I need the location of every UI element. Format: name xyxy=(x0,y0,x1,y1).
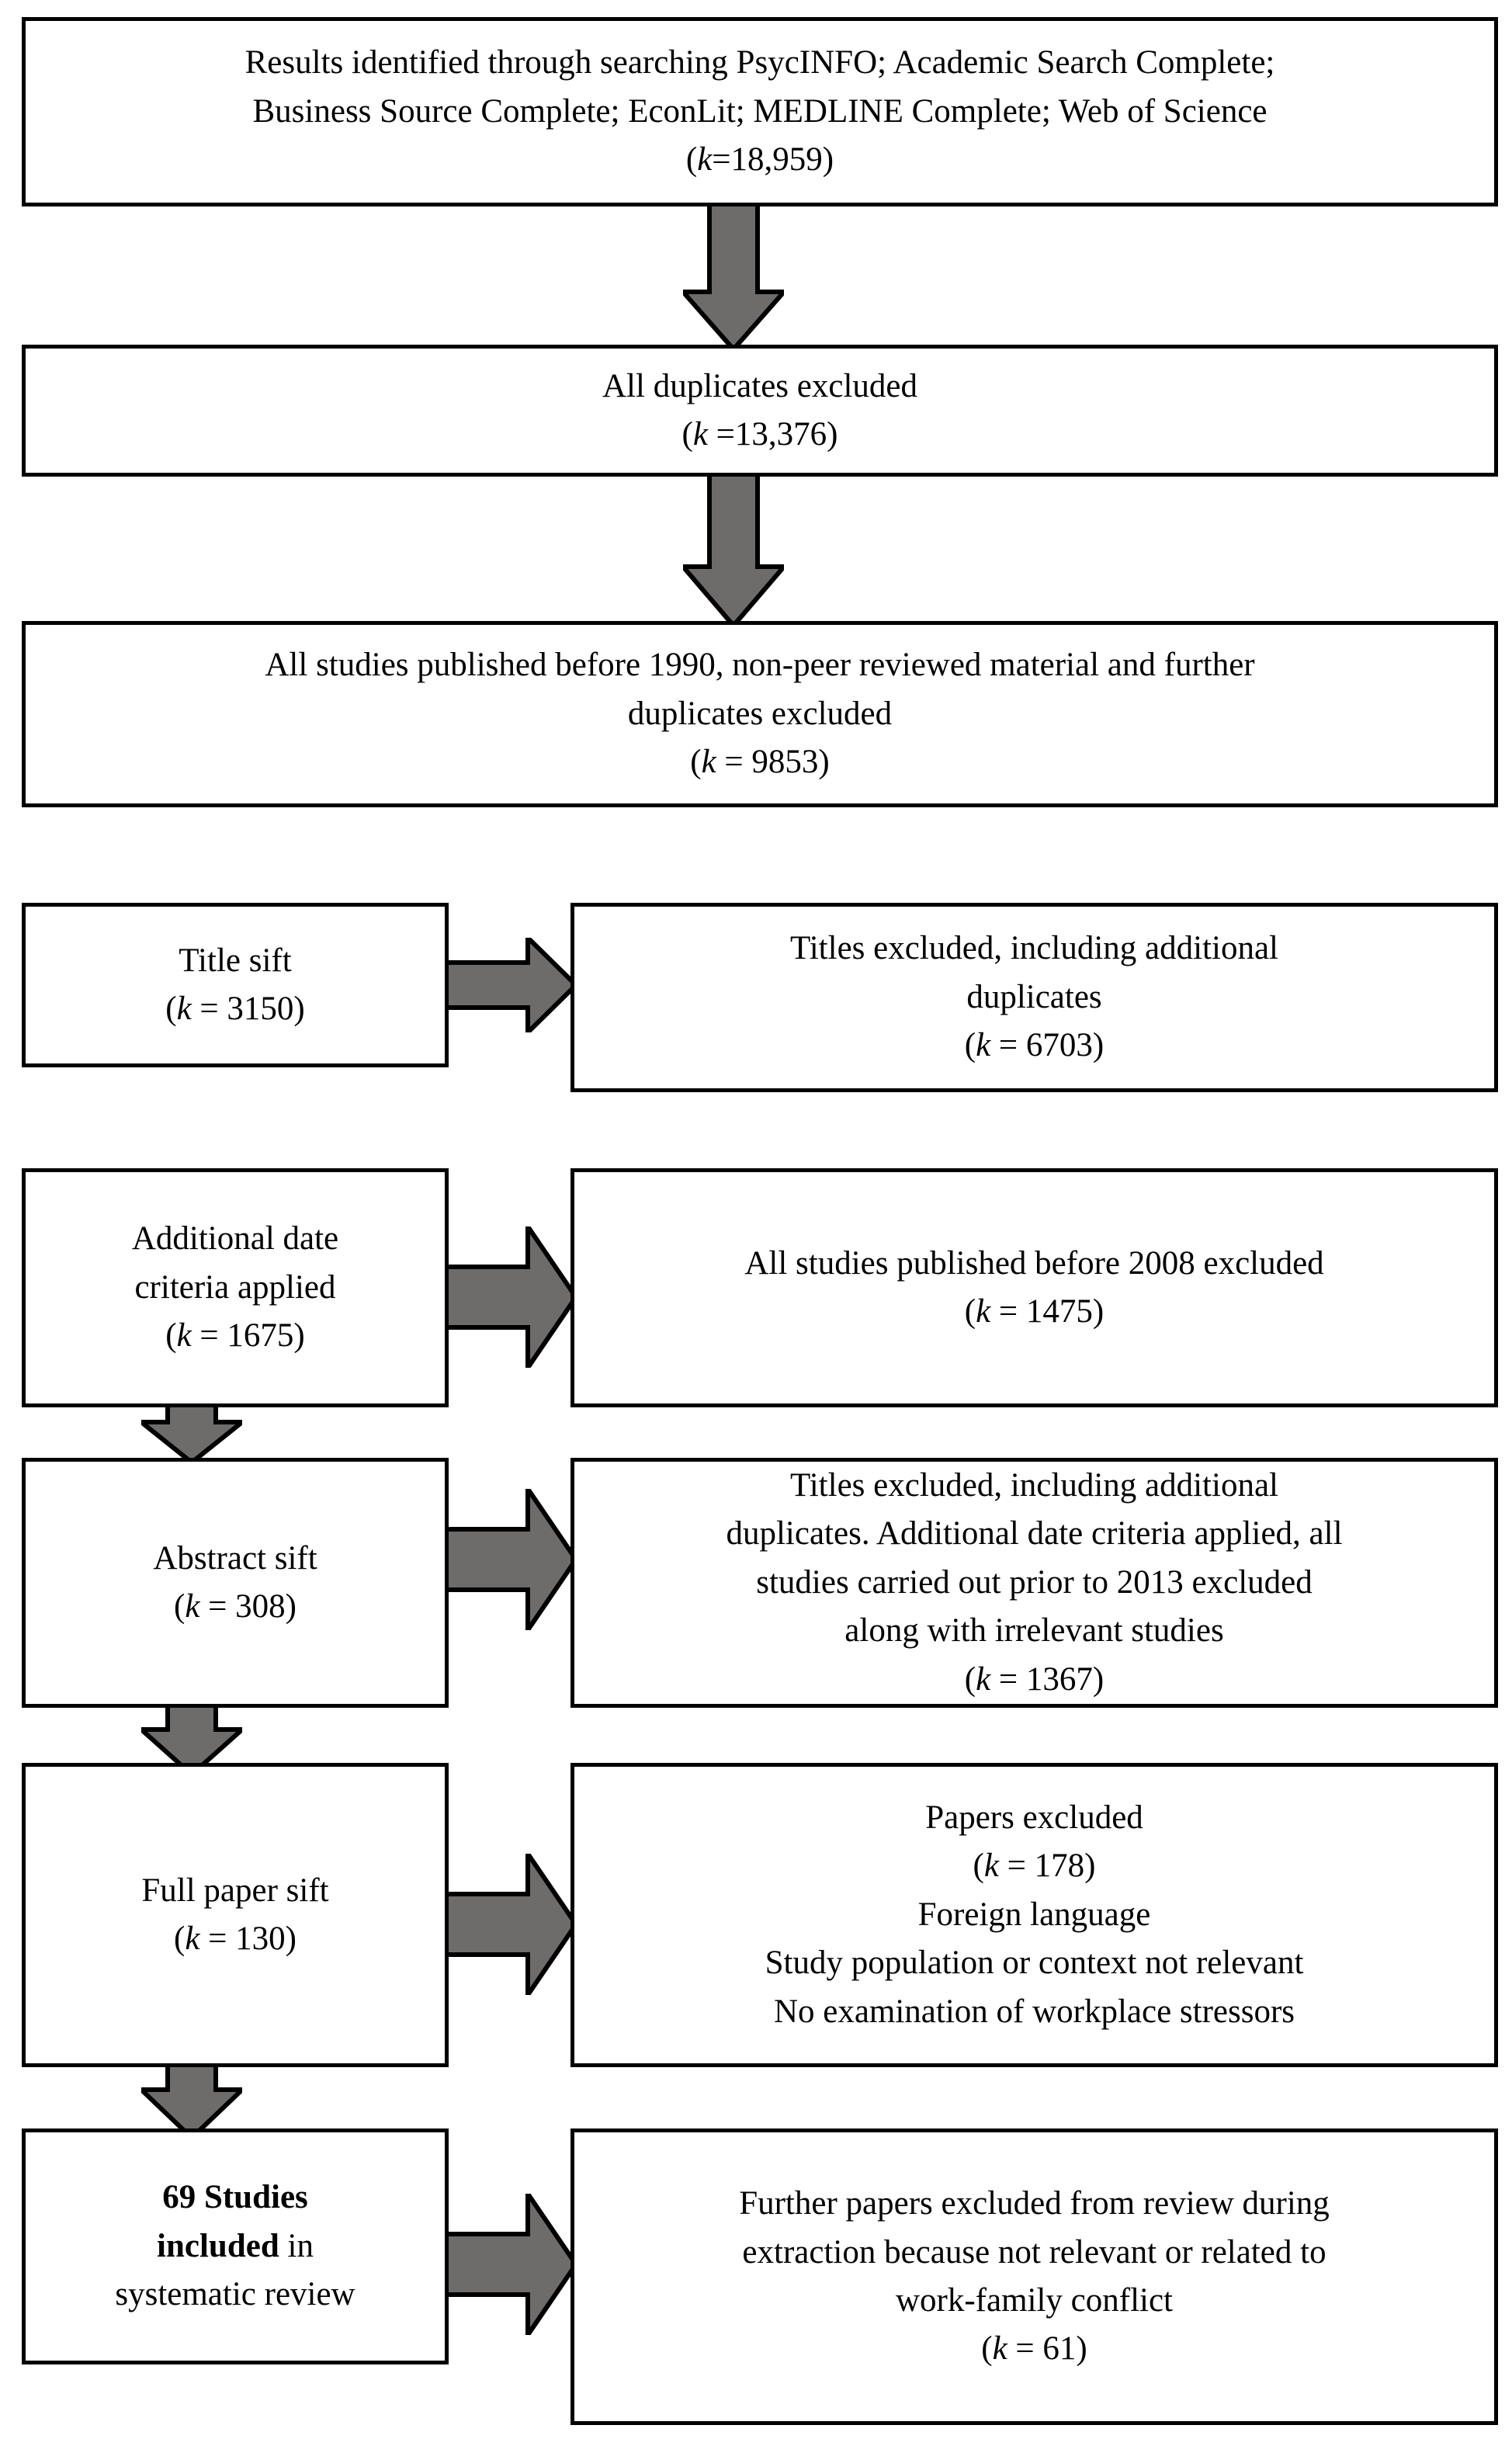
additional-date-criteria-count: (k = 1675) xyxy=(165,1317,305,1355)
abstracts-excluded-line-1: Titles excluded, including additional xyxy=(789,1467,1278,1504)
abstracts-excluded-line-4: along with irrelevant studies xyxy=(844,1612,1224,1650)
arrow-identification-to-duplicates xyxy=(683,200,784,349)
arrow-abstract-sift-to-full-paper-sift xyxy=(141,1705,242,1775)
additional-date-criteria-line-1: Additional date xyxy=(131,1220,339,1258)
pre-1990-excluded-box: All studies published before 1990, non-p… xyxy=(22,621,1498,807)
pre-1990-excluded-line-2: duplicates excluded xyxy=(627,695,893,732)
titles-excluded-count: (k = 6703) xyxy=(964,1027,1105,1064)
pre-2008-excluded-line-1: All studies published before 2008 exclud… xyxy=(744,1244,1324,1282)
papers-excluded-line-5: No examination of workplace stressors xyxy=(773,1993,1295,2030)
studies-included-box: 69 Studies included in systematic review xyxy=(22,2128,449,2364)
abstract-sift-line-1: Abstract sift xyxy=(153,1539,317,1577)
title-sift-line-1: Title sift xyxy=(179,942,292,979)
additional-date-criteria-box: Additional date criteria applied (k = 16… xyxy=(22,1168,449,1407)
further-papers-excluded-line-1: Further papers excluded from review duri… xyxy=(739,2185,1330,2222)
pre-1990-excluded-count: (k = 9853) xyxy=(690,744,830,781)
arrow-date-criteria-to-abstract-sift xyxy=(141,1402,242,1462)
further-papers-excluded-line-3: work-family conflict xyxy=(895,2282,1174,2319)
abstracts-excluded-line-3: studies carried out prior to 2013 exclud… xyxy=(756,1563,1313,1601)
pre-1990-excluded-line-1: All studies published before 1990, non-p… xyxy=(265,647,1255,684)
titles-excluded-box: Titles excluded, including additional du… xyxy=(570,903,1498,1092)
abstracts-excluded-line-2: duplicates. Additional date criteria app… xyxy=(726,1515,1343,1553)
duplicates-excluded-box: All duplicates excluded (k =13,376) xyxy=(22,345,1498,477)
papers-excluded-line-4: Study population or context not relevant xyxy=(765,1945,1304,1982)
arrow-title-sift-to-titles-excluded xyxy=(444,938,576,1032)
identification-box: Results identified through searching Psy… xyxy=(22,17,1498,206)
arrow-duplicates-to-pre1990 xyxy=(683,472,784,626)
duplicates-excluded-count: (k =13,376) xyxy=(681,416,838,453)
studies-included-line-3: systematic review xyxy=(115,2276,355,2313)
title-sift-box: Title sift (k = 3150) xyxy=(22,903,449,1067)
pre-2008-excluded-count: (k = 1475) xyxy=(964,1293,1105,1330)
full-paper-sift-count: (k = 130) xyxy=(174,1920,297,1957)
arrow-full-paper-sift-to-included xyxy=(141,2063,242,2138)
pre-2008-excluded-box: All studies published before 2008 exclud… xyxy=(570,1168,1498,1407)
additional-date-criteria-line-2: criteria applied xyxy=(134,1268,336,1306)
full-paper-sift-box: Full paper sift (k = 130) xyxy=(22,1763,449,2067)
papers-excluded-line-1: Papers excluded xyxy=(925,1799,1143,1837)
further-papers-excluded-count: (k = 61) xyxy=(981,2330,1087,2368)
arrow-full-paper-sift-to-papers-excluded xyxy=(444,1854,576,1995)
abstracts-excluded-count: (k = 1367) xyxy=(964,1660,1105,1698)
arrow-included-to-further-excluded xyxy=(444,2194,576,2335)
studies-included-line-1: 69 Studies xyxy=(162,2179,308,2216)
abstract-sift-count: (k = 308) xyxy=(174,1588,297,1625)
papers-excluded-box: Papers excluded (k = 178) Foreign langua… xyxy=(570,1763,1498,2067)
identification-line-2: Business Source Complete; EconLit; MEDLI… xyxy=(252,92,1268,130)
abstract-sift-box: Abstract sift (k = 308) xyxy=(22,1458,449,1708)
further-papers-excluded-box: Further papers excluded from review duri… xyxy=(570,2128,1498,2425)
further-papers-excluded-line-2: extraction because not relevant or relat… xyxy=(742,2233,1326,2271)
abstracts-excluded-box: Titles excluded, including additional du… xyxy=(570,1458,1498,1708)
title-sift-count: (k = 3150) xyxy=(165,991,305,1027)
arrow-abstract-sift-to-abstracts-excluded xyxy=(444,1489,576,1630)
full-paper-sift-line-1: Full paper sift xyxy=(141,1872,329,1909)
papers-excluded-count: (k = 178) xyxy=(973,1847,1096,1885)
papers-excluded-line-3: Foreign language xyxy=(917,1896,1151,1933)
titles-excluded-line-1: Titles excluded, including additional xyxy=(789,930,1278,967)
titles-excluded-line-2: duplicates xyxy=(966,978,1102,1015)
arrow-date-criteria-to-pre2008-excluded xyxy=(444,1226,576,1368)
identification-line-1: Results identified through searching Psy… xyxy=(244,44,1275,82)
duplicates-excluded-line-1: All duplicates excluded xyxy=(602,367,917,404)
studies-included-line-2: included in xyxy=(157,2227,314,2264)
identification-count: (k=18,959) xyxy=(685,141,834,179)
